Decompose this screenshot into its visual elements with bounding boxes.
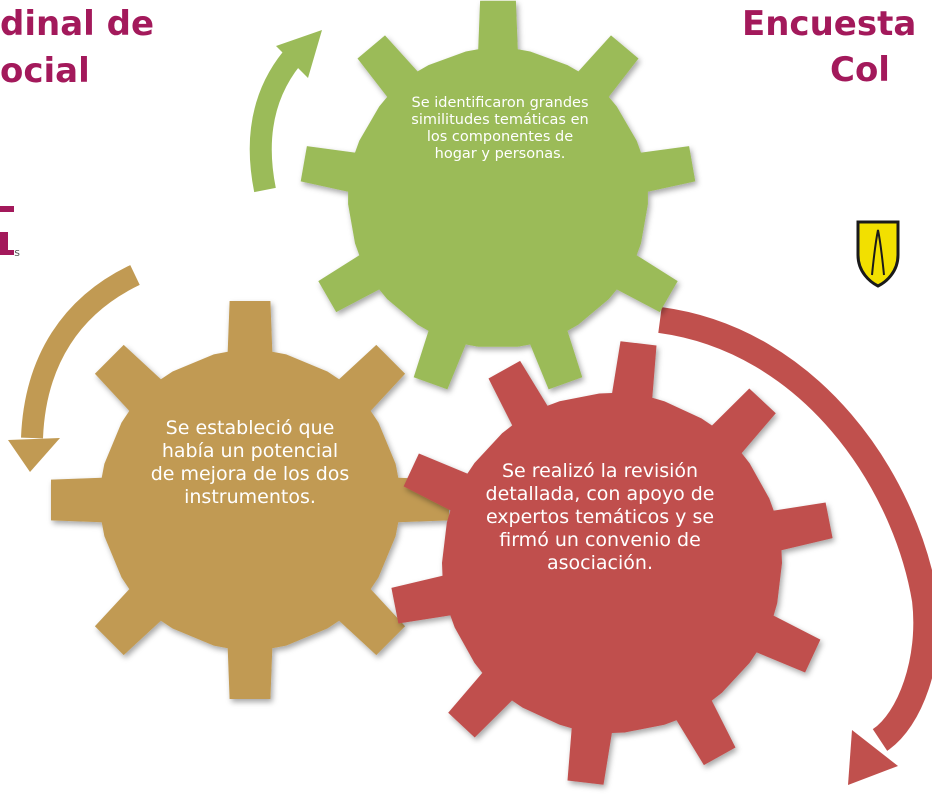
gear-red-text: Se realizó la revisión detallada, con ap… xyxy=(485,460,715,574)
right-title: Encuesta Col xyxy=(742,0,932,110)
arrow-red xyxy=(658,307,932,785)
gear-tan xyxy=(51,301,449,699)
arrow-green xyxy=(249,30,322,193)
right-title-line2: Col xyxy=(830,50,890,90)
left-edge-text-fragment: s xyxy=(14,246,20,259)
shield-logo-icon xyxy=(856,220,900,288)
left-edge-logo-fragment xyxy=(0,206,14,255)
right-title-line1: Encuesta xyxy=(742,4,917,44)
gear-green-text: Se identificaron grandes similitudes tem… xyxy=(411,95,589,162)
left-title-line1: dinal de xyxy=(0,4,155,44)
gear-green xyxy=(300,0,696,390)
gear-red xyxy=(391,341,833,785)
arrow-tan xyxy=(8,265,140,472)
gear-tan-text: Se estableció que había un potencial de … xyxy=(150,417,350,508)
left-title-line2: ocial xyxy=(0,51,90,91)
